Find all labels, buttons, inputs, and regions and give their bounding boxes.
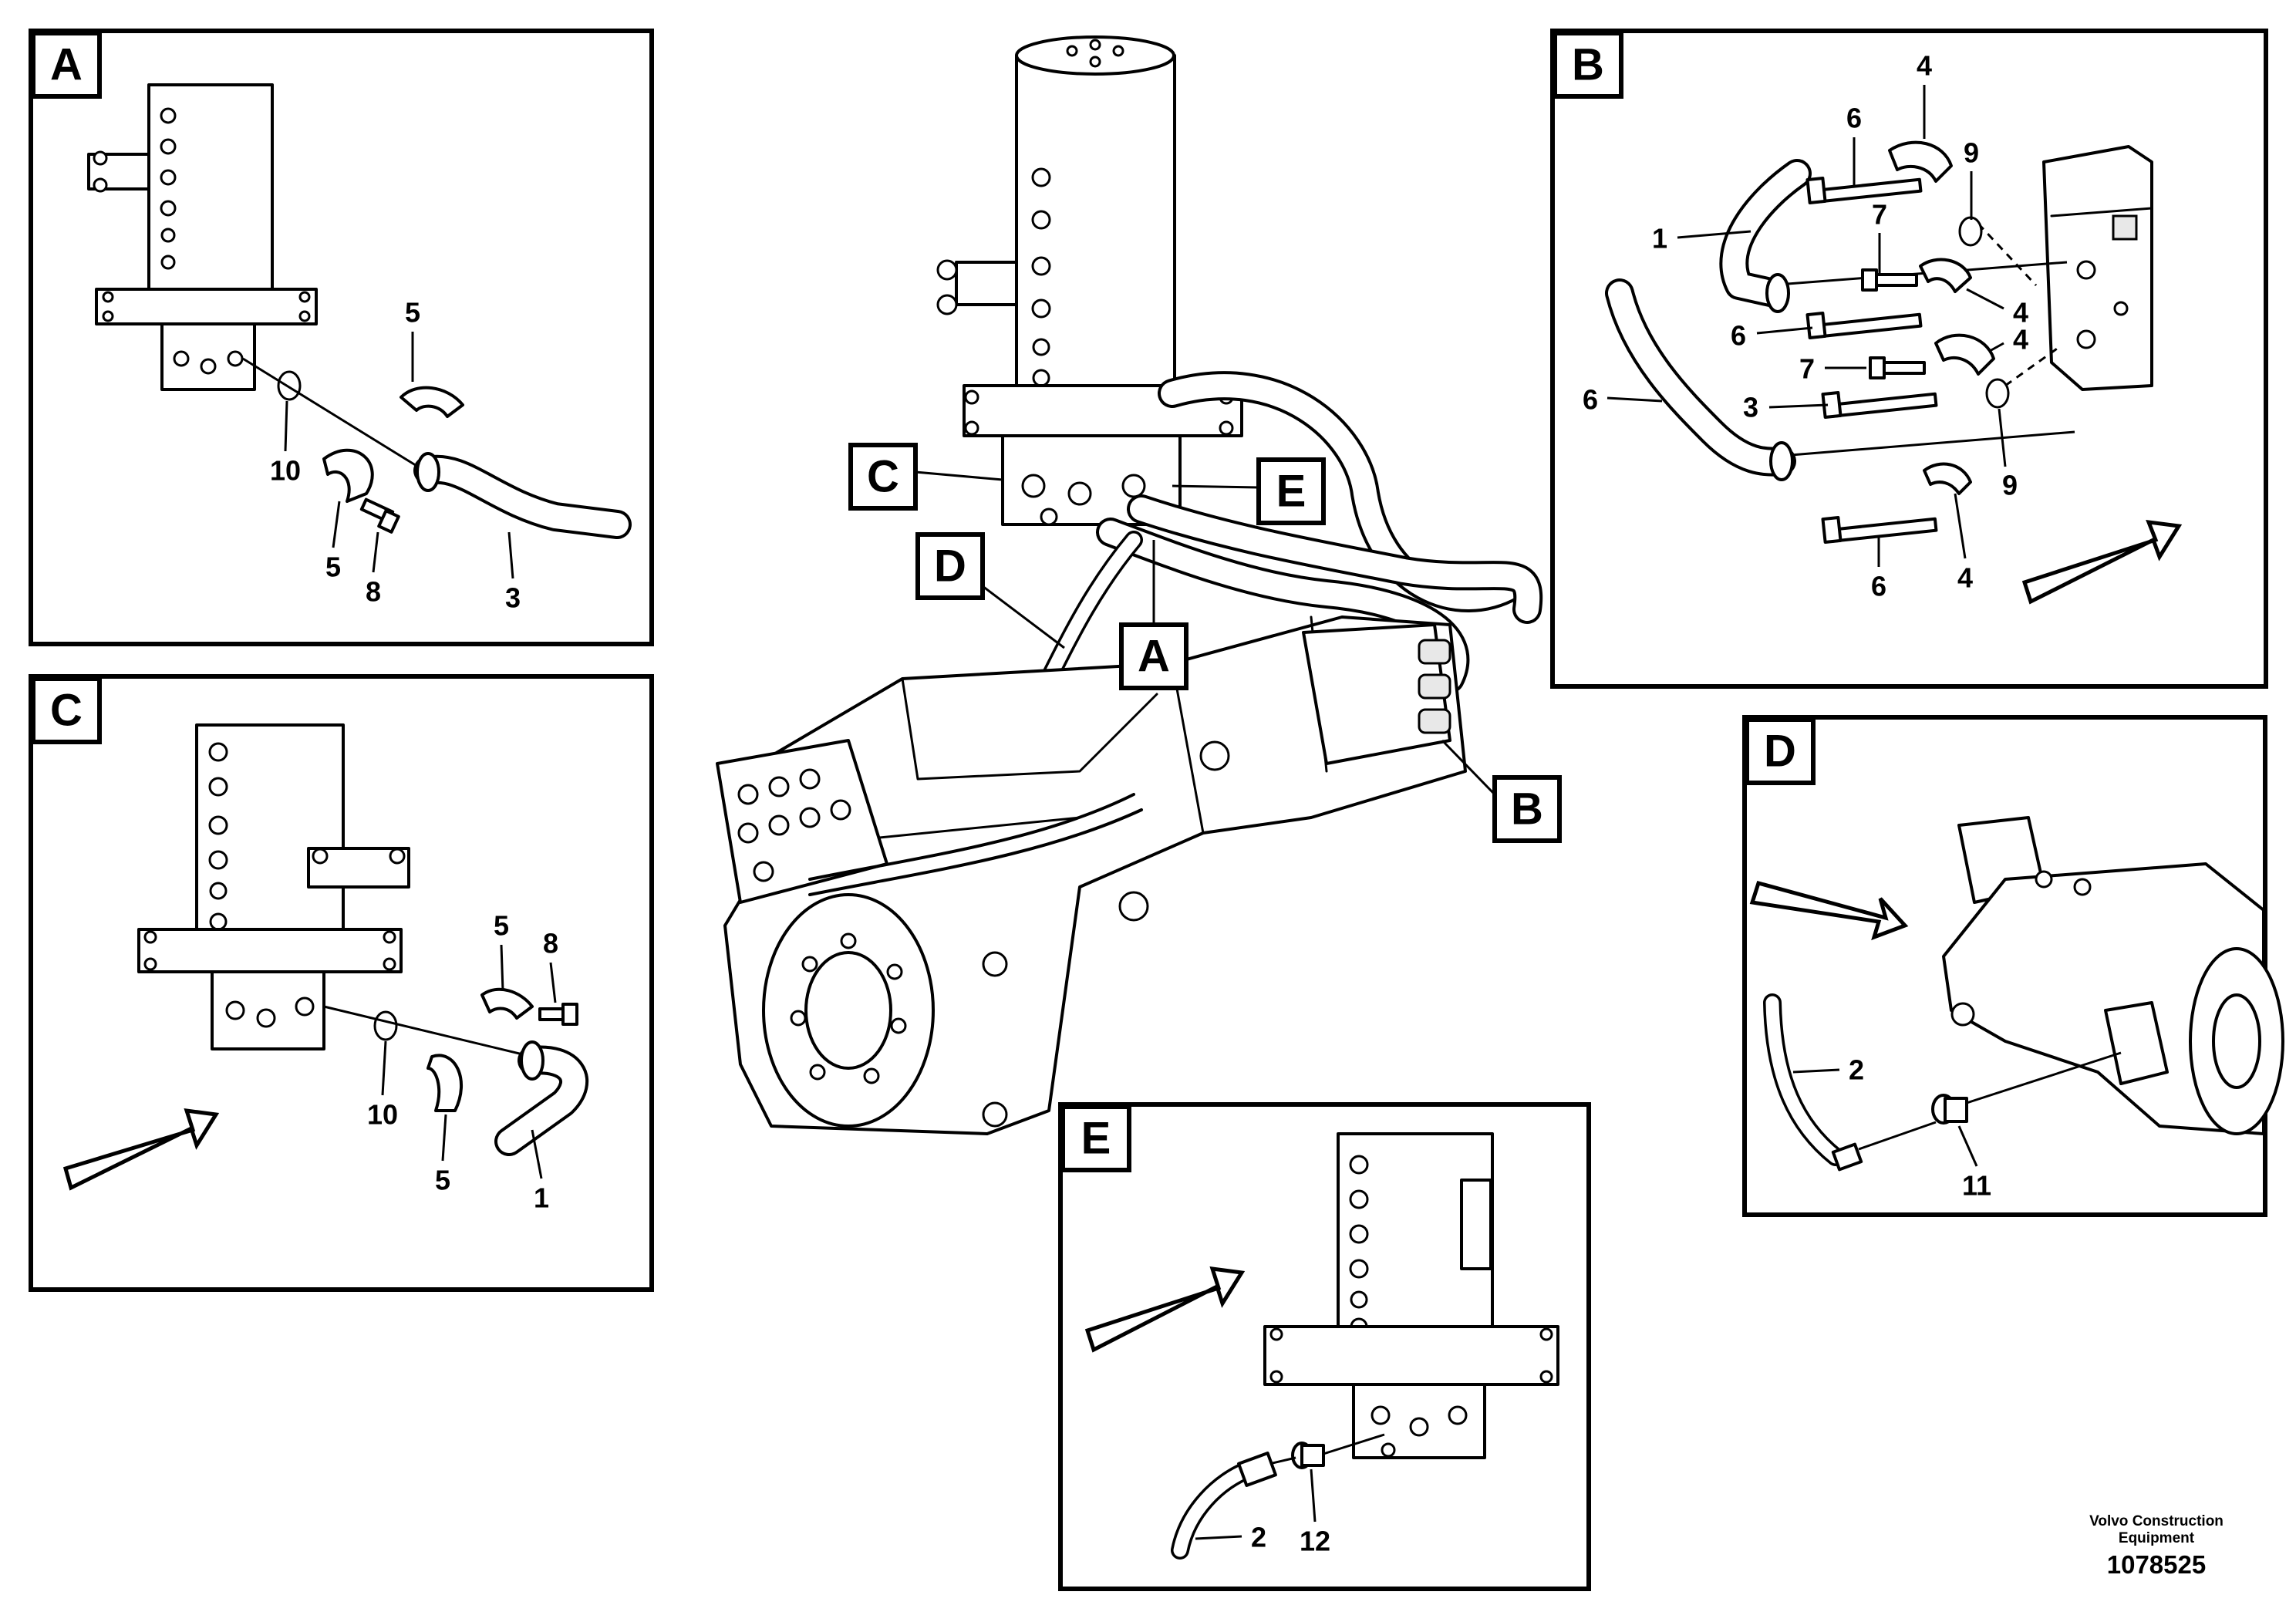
c-callout-10: 10 [367, 1099, 398, 1131]
a-callout-5-bottom: 5 [325, 551, 341, 583]
b-callout-7-bottom: 7 [1799, 353, 1815, 385]
view-c-tag: C [50, 686, 83, 736]
document-number: 1078525 [2107, 1550, 2206, 1579]
main-tag-e[interactable]: E [1172, 457, 1326, 525]
main-tag-e-label: E [1276, 467, 1306, 517]
b-callout-6-mid: 6 [1731, 320, 1746, 352]
view-e-tag: E [1081, 1114, 1111, 1164]
credit-block: Volvo Construction Equipment 1078525 [2089, 1513, 2224, 1579]
b-callout-4-top: 4 [1917, 50, 1932, 82]
view-d: D 2 11 [1742, 715, 2284, 1217]
main-tag-c[interactable]: C [848, 443, 1003, 511]
view-d-tag: D [1764, 727, 1796, 777]
main-tag-c-label: C [867, 452, 899, 502]
main-assembly [716, 35, 1543, 1135]
b-callout-4-mid: 4 [2013, 297, 2028, 329]
main-tag-d-label: D [934, 541, 966, 592]
credit-line-1: Volvo Construction [2089, 1513, 2224, 1529]
e-callout-12: 12 [1300, 1526, 1330, 1557]
b-callout-9-top: 9 [1964, 137, 1979, 169]
c-callout-5-top: 5 [494, 910, 509, 942]
b-callout-9-bottom: 9 [2002, 470, 2018, 501]
view-b-tag: B [1572, 40, 1604, 90]
b-callout-7-top: 7 [1872, 199, 1887, 231]
d-callout-2: 2 [1849, 1054, 1864, 1086]
view-c: C 5 8 10 5 1 [29, 674, 654, 1292]
main-tag-b-label: B [1511, 784, 1543, 835]
main-tag-b[interactable]: B [1441, 739, 1562, 843]
main-tag-a[interactable]: A [1119, 540, 1188, 690]
main-tag-a-label: A [1138, 632, 1170, 682]
c-callout-5-bottom: 5 [435, 1165, 450, 1196]
view-e: E 2 12 [1058, 1102, 1591, 1591]
a-callout-10: 10 [270, 455, 301, 487]
e-callout-2: 2 [1251, 1522, 1266, 1553]
c-callout-8: 8 [543, 928, 558, 959]
main-tag-d[interactable]: D [915, 532, 1065, 649]
c-callout-1: 1 [534, 1182, 549, 1214]
b-callout-6-bottom: 6 [1871, 571, 1886, 602]
credit-line-2: Equipment [2119, 1530, 2195, 1546]
a-callout-5-top: 5 [405, 297, 420, 329]
b-callout-6-lower: 3 [1743, 392, 1758, 423]
view-a-tag: A [50, 40, 83, 90]
b-callout-4-lower: 4 [2013, 324, 2028, 356]
a-callout-8: 8 [366, 576, 381, 608]
b-callout-3: 6 [1583, 384, 1598, 416]
b-callout-4-bottom: 4 [1957, 562, 1973, 594]
a-callout-3: 3 [505, 582, 521, 614]
view-b: B [1550, 29, 2268, 689]
b-callout-6-top: 6 [1846, 103, 1862, 134]
b-callout-1: 1 [1652, 223, 1667, 255]
d-callout-11: 11 [1962, 1170, 1991, 1202]
view-a: A 5 10 5 8 3 [29, 29, 654, 646]
